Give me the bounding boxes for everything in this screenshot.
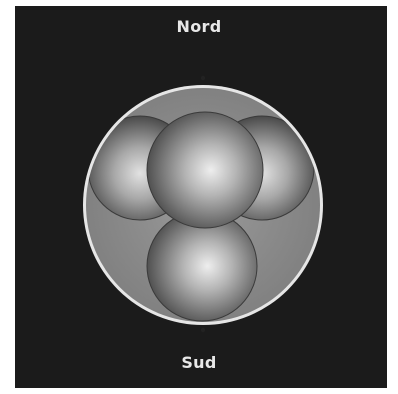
- south-pole-marker: [201, 328, 205, 332]
- center-sphere: [147, 112, 263, 228]
- north-label: Nord: [0, 17, 398, 36]
- south-label: Sud: [0, 353, 398, 372]
- north-pole-marker: [201, 76, 205, 80]
